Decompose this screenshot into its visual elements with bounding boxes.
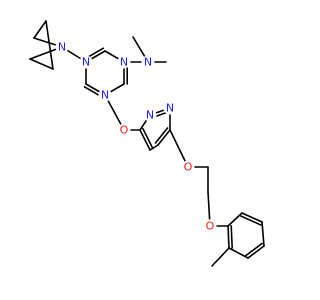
atom-label-o-link-3: O xyxy=(206,220,215,233)
atom-label-n-pyridazine-2: N xyxy=(166,102,174,115)
bond-bF-bA-second xyxy=(230,225,233,249)
atom-background-n-amine xyxy=(141,55,155,69)
bond-bA-bB xyxy=(227,212,243,227)
bond-zF-zA xyxy=(139,129,151,151)
atom-background-n-pyridazine-1 xyxy=(143,108,157,122)
bond-bB-bC-second xyxy=(239,215,262,226)
bond-zF-zA-second xyxy=(142,127,154,150)
bond-bD-bE-second xyxy=(245,242,263,257)
atom-label-n-pyrrolidine: N xyxy=(58,41,66,54)
atom-background-n-pyridazine-2 xyxy=(163,101,177,115)
atom-label-n-triazine-1: N xyxy=(82,56,90,69)
atom-label-n-amine: N xyxy=(144,56,152,69)
bond-tC-o1 xyxy=(104,94,125,131)
atom-background-n-triazine-3 xyxy=(117,55,131,69)
bond-zE-zF xyxy=(149,144,159,151)
bond-bB-bC xyxy=(241,212,263,223)
bond-bD-bE xyxy=(247,245,265,259)
atom-label-n-pyridazine-1: N xyxy=(146,109,154,122)
bond-p1-p4 xyxy=(33,20,47,39)
atom-background-n-pyrrolidine xyxy=(55,40,69,54)
atom-background-n-triazine-2 xyxy=(98,88,112,102)
atom-label-n-triazine-3: N xyxy=(120,56,128,69)
atom-label-o-link-2: O xyxy=(184,161,193,174)
atom-background-o-link-1 xyxy=(117,123,131,137)
bond-bC-bD xyxy=(261,221,265,247)
bond-zD-zE-second xyxy=(154,127,169,144)
bond-p3-p2 xyxy=(29,58,54,70)
bond-p4-p3 xyxy=(45,20,54,70)
atom-label-n-triazine-2: N xyxy=(101,89,109,102)
atom-background-n-triazine-1 xyxy=(79,55,93,69)
bond-zD-o2 xyxy=(169,129,189,168)
bond-bF-bA xyxy=(227,225,230,249)
bond-bF-me3 xyxy=(211,247,230,267)
atom-label-o-link-1: O xyxy=(120,124,129,137)
atom-background-o-link-2 xyxy=(181,160,195,174)
atom-background-o-link-3 xyxy=(203,219,217,233)
bond-bE-bF xyxy=(228,247,249,259)
bond-zD-zE xyxy=(157,129,171,146)
